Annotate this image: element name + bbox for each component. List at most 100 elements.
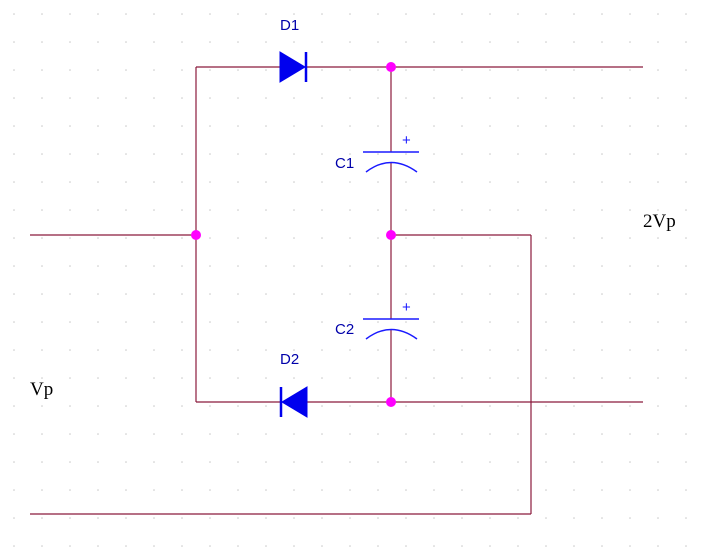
grid-dot: [405, 41, 407, 43]
diode-d2-label: D2: [280, 351, 299, 368]
grid-dot: [349, 69, 351, 71]
grid-dot: [125, 349, 127, 351]
grid-dot: [601, 461, 603, 463]
grid-dot: [657, 209, 659, 211]
grid-dot: [97, 13, 99, 15]
grid-dot: [573, 321, 575, 323]
grid-dot: [97, 545, 99, 547]
grid-dot: [181, 405, 183, 407]
grid-dot: [685, 265, 687, 267]
grid-dot: [629, 13, 631, 15]
grid-dot: [405, 69, 407, 71]
grid-dot: [573, 461, 575, 463]
capacitor-c2-curved-plate: [365, 328, 418, 340]
grid-dot: [237, 41, 239, 43]
grid-dot: [433, 237, 435, 239]
grid-dot: [125, 13, 127, 15]
grid-dot: [545, 405, 547, 407]
grid-dot: [125, 461, 127, 463]
grid-dot: [601, 97, 603, 99]
grid-dot: [125, 181, 127, 183]
grid-dot: [405, 181, 407, 183]
grid-dot: [321, 125, 323, 127]
grid-dot: [517, 153, 519, 155]
grid-dot: [461, 405, 463, 407]
grid-dot: [97, 377, 99, 379]
grid-dot: [97, 349, 99, 351]
grid-dot: [377, 489, 379, 491]
grid-dot: [41, 265, 43, 267]
grid-dot: [13, 153, 15, 155]
grid-dot: [405, 321, 407, 323]
grid-dot: [97, 293, 99, 295]
grid-dot: [237, 97, 239, 99]
grid-dot: [321, 13, 323, 15]
grid-dot: [293, 545, 295, 547]
grid-dot: [321, 237, 323, 239]
grid-dot: [13, 461, 15, 463]
grid-dot: [97, 237, 99, 239]
grid-dot: [321, 461, 323, 463]
grid-dot: [209, 41, 211, 43]
grid-dot: [461, 545, 463, 547]
grid-dot: [153, 405, 155, 407]
grid-dot: [265, 405, 267, 407]
junction-midpoint: [386, 230, 396, 240]
grid-dot: [153, 377, 155, 379]
grid-dot: [181, 433, 183, 435]
capacitor-c1-curved-plate: [365, 161, 418, 173]
grid-dot: [489, 265, 491, 267]
grid-dot: [181, 69, 183, 71]
grid-dot: [265, 349, 267, 351]
grid-dot: [41, 209, 43, 211]
grid-dot: [13, 349, 15, 351]
grid-dot: [657, 41, 659, 43]
grid-dot: [97, 405, 99, 407]
grid-dot: [265, 265, 267, 267]
grid-dot: [657, 13, 659, 15]
grid-dot: [545, 293, 547, 295]
grid-dot: [69, 69, 71, 71]
grid-dot: [629, 517, 631, 519]
grid-dot: [69, 125, 71, 127]
grid-dot: [405, 237, 407, 239]
grid-dot: [433, 69, 435, 71]
grid-dot: [545, 321, 547, 323]
grid-dot: [405, 265, 407, 267]
grid-dot: [349, 377, 351, 379]
grid-dot: [125, 489, 127, 491]
grid-dot: [601, 13, 603, 15]
grid-dot: [125, 69, 127, 71]
grid-dot: [209, 181, 211, 183]
grid-dot: [265, 125, 267, 127]
grid-dot: [657, 517, 659, 519]
grid-dot: [461, 461, 463, 463]
grid-dot: [41, 13, 43, 15]
grid-dot: [321, 265, 323, 267]
grid-dot: [461, 433, 463, 435]
grid-dot: [13, 13, 15, 15]
grid-dot: [685, 97, 687, 99]
grid-dot: [685, 209, 687, 211]
grid-dot: [433, 461, 435, 463]
grid-dot: [685, 293, 687, 295]
grid-dot: [321, 349, 323, 351]
grid-dot: [321, 293, 323, 295]
wires: [30, 66, 643, 515]
grid-dot: [573, 489, 575, 491]
grid-dot: [601, 153, 603, 155]
grid-dot: [601, 209, 603, 211]
grid-dot: [433, 153, 435, 155]
grid-dot: [153, 433, 155, 435]
junction-left: [191, 230, 201, 240]
grid-dot: [153, 265, 155, 267]
grid-dot: [265, 153, 267, 155]
grid-dot: [209, 321, 211, 323]
grid-dot: [573, 293, 575, 295]
grid-dot: [321, 545, 323, 547]
grid-dot: [601, 377, 603, 379]
grid-dot: [377, 433, 379, 435]
grid-dot: [685, 461, 687, 463]
grid-dot: [573, 237, 575, 239]
grid-dot: [97, 97, 99, 99]
